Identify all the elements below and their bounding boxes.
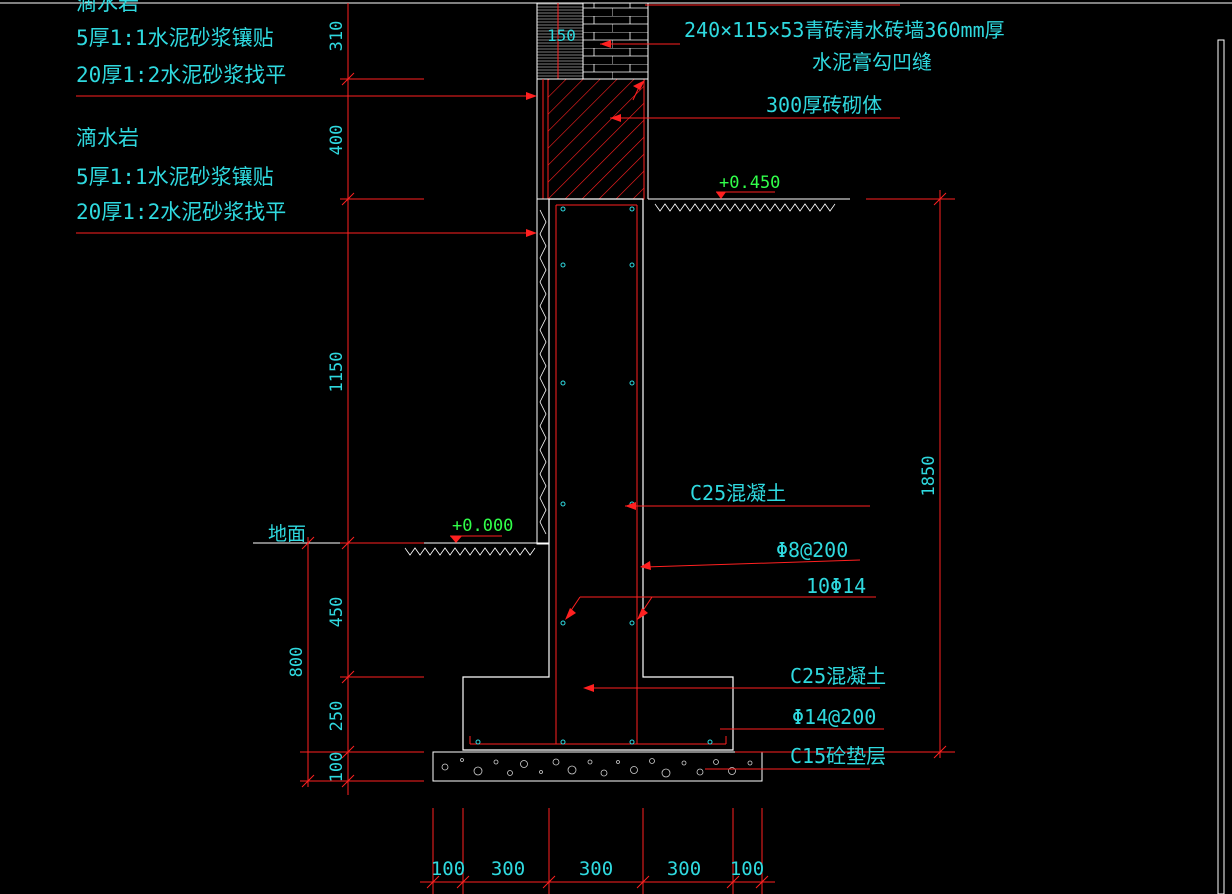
dim-bottom-3: 300: [667, 858, 701, 880]
concrete-wall-label: C25混凝土: [690, 481, 786, 505]
dim-lines-bottom: [420, 808, 775, 894]
masonry-label: 300厚砖砌体: [766, 93, 882, 117]
brick-wall: [582, 2, 649, 80]
ground-hatch-low: [404, 547, 536, 556]
dim-left-2: 1150: [327, 352, 347, 393]
cushion-label: C15砼垫层: [790, 744, 886, 768]
stirrup-label: Φ8@200: [776, 538, 848, 562]
dim-bottom-4: 100: [730, 858, 764, 880]
note1-line1: 5厚1:1水泥砂浆镶贴: [76, 26, 274, 50]
brick-wall-group: 150: [536, 2, 649, 80]
cushion-layer: [432, 751, 763, 782]
masonry-hatch: [547, 78, 645, 200]
concrete-base-label: C25混凝土: [790, 664, 886, 688]
note2-line1: 5厚1:1水泥砂浆镶贴: [76, 165, 274, 189]
dim-left-0: 310: [327, 21, 347, 52]
dim-left-5: 100: [327, 752, 347, 783]
note2-title: 滴水岩: [76, 126, 139, 150]
concrete-wall-group: [462, 198, 850, 751]
wall-facing-zigzag: [539, 209, 547, 535]
leader-arrows: [526, 40, 651, 692]
dim-right-1850: 1850: [919, 456, 939, 497]
cushion-group: [432, 751, 763, 782]
elevation-ground: +0.000: [452, 516, 513, 536]
brick-wall-label-line1: 240×115×53青砖清水砖墙360mm厚: [684, 18, 1005, 42]
dim-left-1: 400: [327, 125, 347, 156]
dim-bottom-2: 300: [579, 858, 613, 880]
dim-lines-right: [735, 190, 955, 759]
ground-label: 地面: [268, 523, 306, 545]
base-bar-label: Φ14@200: [792, 705, 876, 729]
dim-left-3: 450: [327, 597, 347, 628]
dim-left-4: 250: [327, 701, 347, 732]
ground-hatch-top: [654, 203, 836, 212]
brick-wall-label-line2: 水泥膏勾凹缝: [812, 50, 932, 74]
dim-lines-left: [300, 3, 424, 795]
dim-bottom-0: 100: [431, 858, 465, 880]
wall-outline: [462, 198, 734, 751]
elevation-marker-top: [716, 191, 775, 199]
cushion-aggregate: [441, 758, 753, 778]
dim-bottom-1: 300: [491, 858, 525, 880]
main-bar-label: 10Φ14: [806, 574, 866, 598]
scrollbar-edge[interactable]: [1217, 39, 1225, 894]
note-top-cut: 滴水岩: [76, 0, 139, 15]
label-150: 150: [547, 26, 576, 45]
leader-lines: [76, 4, 900, 770]
elevation-marker-ground: [450, 535, 502, 543]
note2-line2: 20厚1:2水泥砂浆找平: [76, 200, 286, 224]
masonry-group: [536, 78, 649, 200]
rebar-dots: [475, 206, 713, 745]
elevation-top: +0.450: [719, 173, 780, 193]
note1-line2: 20厚1:2水泥砂浆找平: [76, 63, 286, 87]
dim-inner-800: 800: [287, 647, 307, 678]
